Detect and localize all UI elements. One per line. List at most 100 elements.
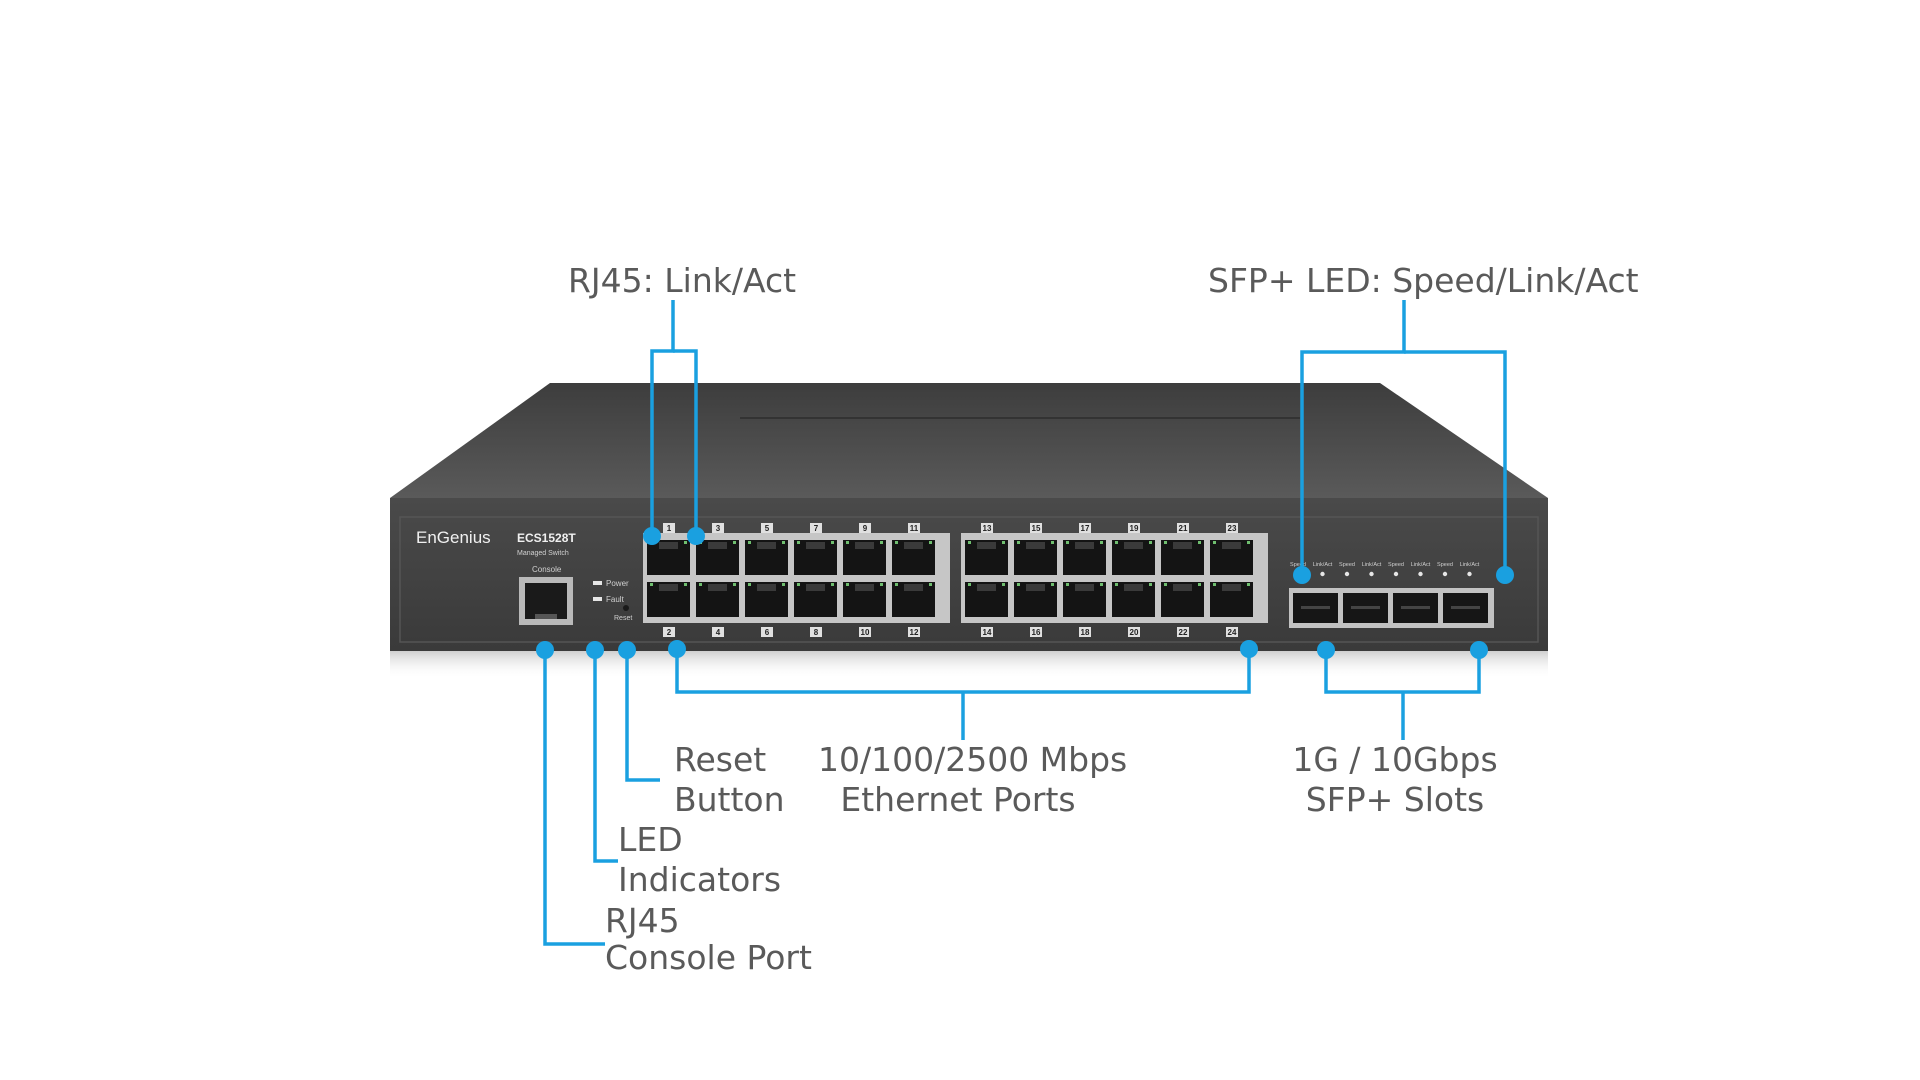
callout-reset-button: Reset Button — [674, 740, 785, 820]
port-number-13: 13 — [983, 524, 992, 533]
model-subtitle: Managed Switch — [517, 550, 569, 557]
dot-sfp-slot-1 — [1317, 641, 1335, 659]
rj45-port-10[interactable] — [843, 582, 886, 617]
sfp-slot-3[interactable] — [1393, 593, 1438, 623]
power-label: Power — [606, 579, 629, 588]
rj45-port-22-led — [1164, 583, 1167, 586]
rj45-port-4[interactable] — [696, 582, 739, 617]
console-port[interactable] — [519, 577, 573, 625]
sfp-led-label-1: Speed — [1290, 562, 1306, 568]
brand-logo: EnGenius — [416, 528, 491, 547]
rj45-port-10-led — [846, 583, 849, 586]
port-number-19: 19 — [1130, 524, 1139, 533]
port-number-21: 21 — [1179, 524, 1188, 533]
port-number-11-box — [908, 523, 920, 533]
rj45-port-21-latch — [1173, 542, 1192, 549]
rj45-port-23[interactable] — [1210, 540, 1253, 575]
rj45-port-11[interactable] — [892, 540, 935, 575]
rj45-port-7[interactable] — [794, 540, 837, 575]
port-number-15-box — [1030, 523, 1042, 533]
callout-sfp-line1: 1G / 10Gbps — [1292, 740, 1498, 779]
callout-reset-line2: Button — [674, 780, 785, 819]
rj45-port-4-led — [699, 583, 702, 586]
port-number-8-box — [810, 627, 822, 637]
port-number-23-box — [1226, 523, 1238, 533]
rj45-port-17-led-2 — [1100, 541, 1103, 544]
leader-rj45-left — [650, 300, 675, 536]
rj45-port-19[interactable] — [1112, 540, 1155, 575]
rj45-port-19-latch — [1124, 542, 1143, 549]
rj45-port-22[interactable] — [1161, 582, 1204, 617]
rj45-port-18-led — [1066, 583, 1069, 586]
sfp-led-label-6: Link/Act — [1411, 562, 1431, 568]
rj45-port-5-latch — [757, 542, 776, 549]
rj45-port-5[interactable] — [745, 540, 788, 575]
port-number-3-box — [712, 523, 724, 533]
sfp-led-label-8: Link/Act — [1460, 562, 1480, 568]
sfp-led-5 — [1393, 571, 1399, 577]
rj45-port-19-led-2 — [1149, 541, 1152, 544]
rj45-port-24-led — [1213, 583, 1216, 586]
callout-sfp-led: SFP+ LED: Speed/Link/Act — [1208, 261, 1639, 301]
rj45-port-2-led-2 — [684, 583, 687, 586]
port-number-3: 3 — [716, 524, 721, 533]
rj45-port-15[interactable] — [1014, 540, 1057, 575]
callout-led-line2: Indicators — [618, 860, 782, 899]
rj45-port-6[interactable] — [745, 582, 788, 617]
port-number-24: 24 — [1228, 628, 1237, 637]
rj45-port-1[interactable] — [647, 540, 690, 575]
sfp-slot-2[interactable] — [1343, 593, 1388, 623]
rj45-port-9[interactable] — [843, 540, 886, 575]
rj45-port-1-led-2 — [684, 541, 687, 544]
rj45-port-21-led — [1164, 541, 1167, 544]
rj45-port-14[interactable] — [965, 582, 1008, 617]
rj45-port-23-led-2 — [1247, 541, 1250, 544]
port-number-13-box — [981, 523, 993, 533]
rj45-port-15-latch — [1026, 542, 1045, 549]
rj45-port-21[interactable] — [1161, 540, 1204, 575]
port-number-8: 8 — [814, 628, 819, 637]
reset-button[interactable] — [623, 605, 629, 611]
rj45-port-7-led-2 — [831, 541, 834, 544]
dot-sfp-slot-4 — [1470, 641, 1488, 659]
port-number-10-box — [859, 627, 871, 637]
rj45-port-12-led-2 — [929, 583, 932, 586]
rj45-port-17-latch — [1075, 542, 1094, 549]
sfp-led-label-5: Speed — [1388, 562, 1404, 568]
callout-console-line1: RJ45 — [605, 901, 680, 940]
sfp-slot-4[interactable] — [1443, 593, 1488, 623]
rj45-port-18[interactable] — [1063, 582, 1106, 617]
rj45-port-23-led — [1213, 541, 1216, 544]
rj45-port-12[interactable] — [892, 582, 935, 617]
port-number-1-box — [663, 523, 675, 533]
rj45-port-13-latch — [977, 542, 996, 549]
rj45-port-1-latch — [659, 542, 678, 549]
callout-ethernet-ports: 10/100/2500 Mbps Ethernet Ports — [818, 740, 1127, 820]
rj45-port-13-led-2 — [1002, 541, 1005, 544]
rj45-port-16-led-2 — [1051, 583, 1054, 586]
fault-led — [593, 597, 602, 601]
callout-ethernet-line2: Ethernet Ports — [840, 780, 1076, 819]
rj45-port-8[interactable] — [794, 582, 837, 617]
rj45-port-20-latch — [1124, 584, 1143, 591]
rj45-port-16[interactable] — [1014, 582, 1057, 617]
port-number-10: 10 — [861, 628, 870, 637]
rj45-port-13[interactable] — [965, 540, 1008, 575]
rj45-port-3[interactable] — [696, 540, 739, 575]
rj45-port-5-led-2 — [782, 541, 785, 544]
rj45-port-19-led — [1115, 541, 1118, 544]
port-number-14-box — [981, 627, 993, 637]
dot-rj45-led-2 — [687, 527, 705, 545]
rj45-port-20[interactable] — [1112, 582, 1155, 617]
sfp-slot-1[interactable] — [1293, 593, 1338, 623]
rj45-port-24[interactable] — [1210, 582, 1253, 617]
rj45-port-17[interactable] — [1063, 540, 1106, 575]
leader-sfp-led-right — [1404, 350, 1507, 575]
port-number-9: 9 — [863, 524, 868, 533]
sfp-led-7 — [1442, 571, 1448, 577]
port-number-15: 15 — [1032, 524, 1041, 533]
rj45-port-2[interactable] — [647, 582, 690, 617]
rj45-port-10-latch — [855, 584, 874, 591]
console-label: Console — [532, 565, 562, 574]
